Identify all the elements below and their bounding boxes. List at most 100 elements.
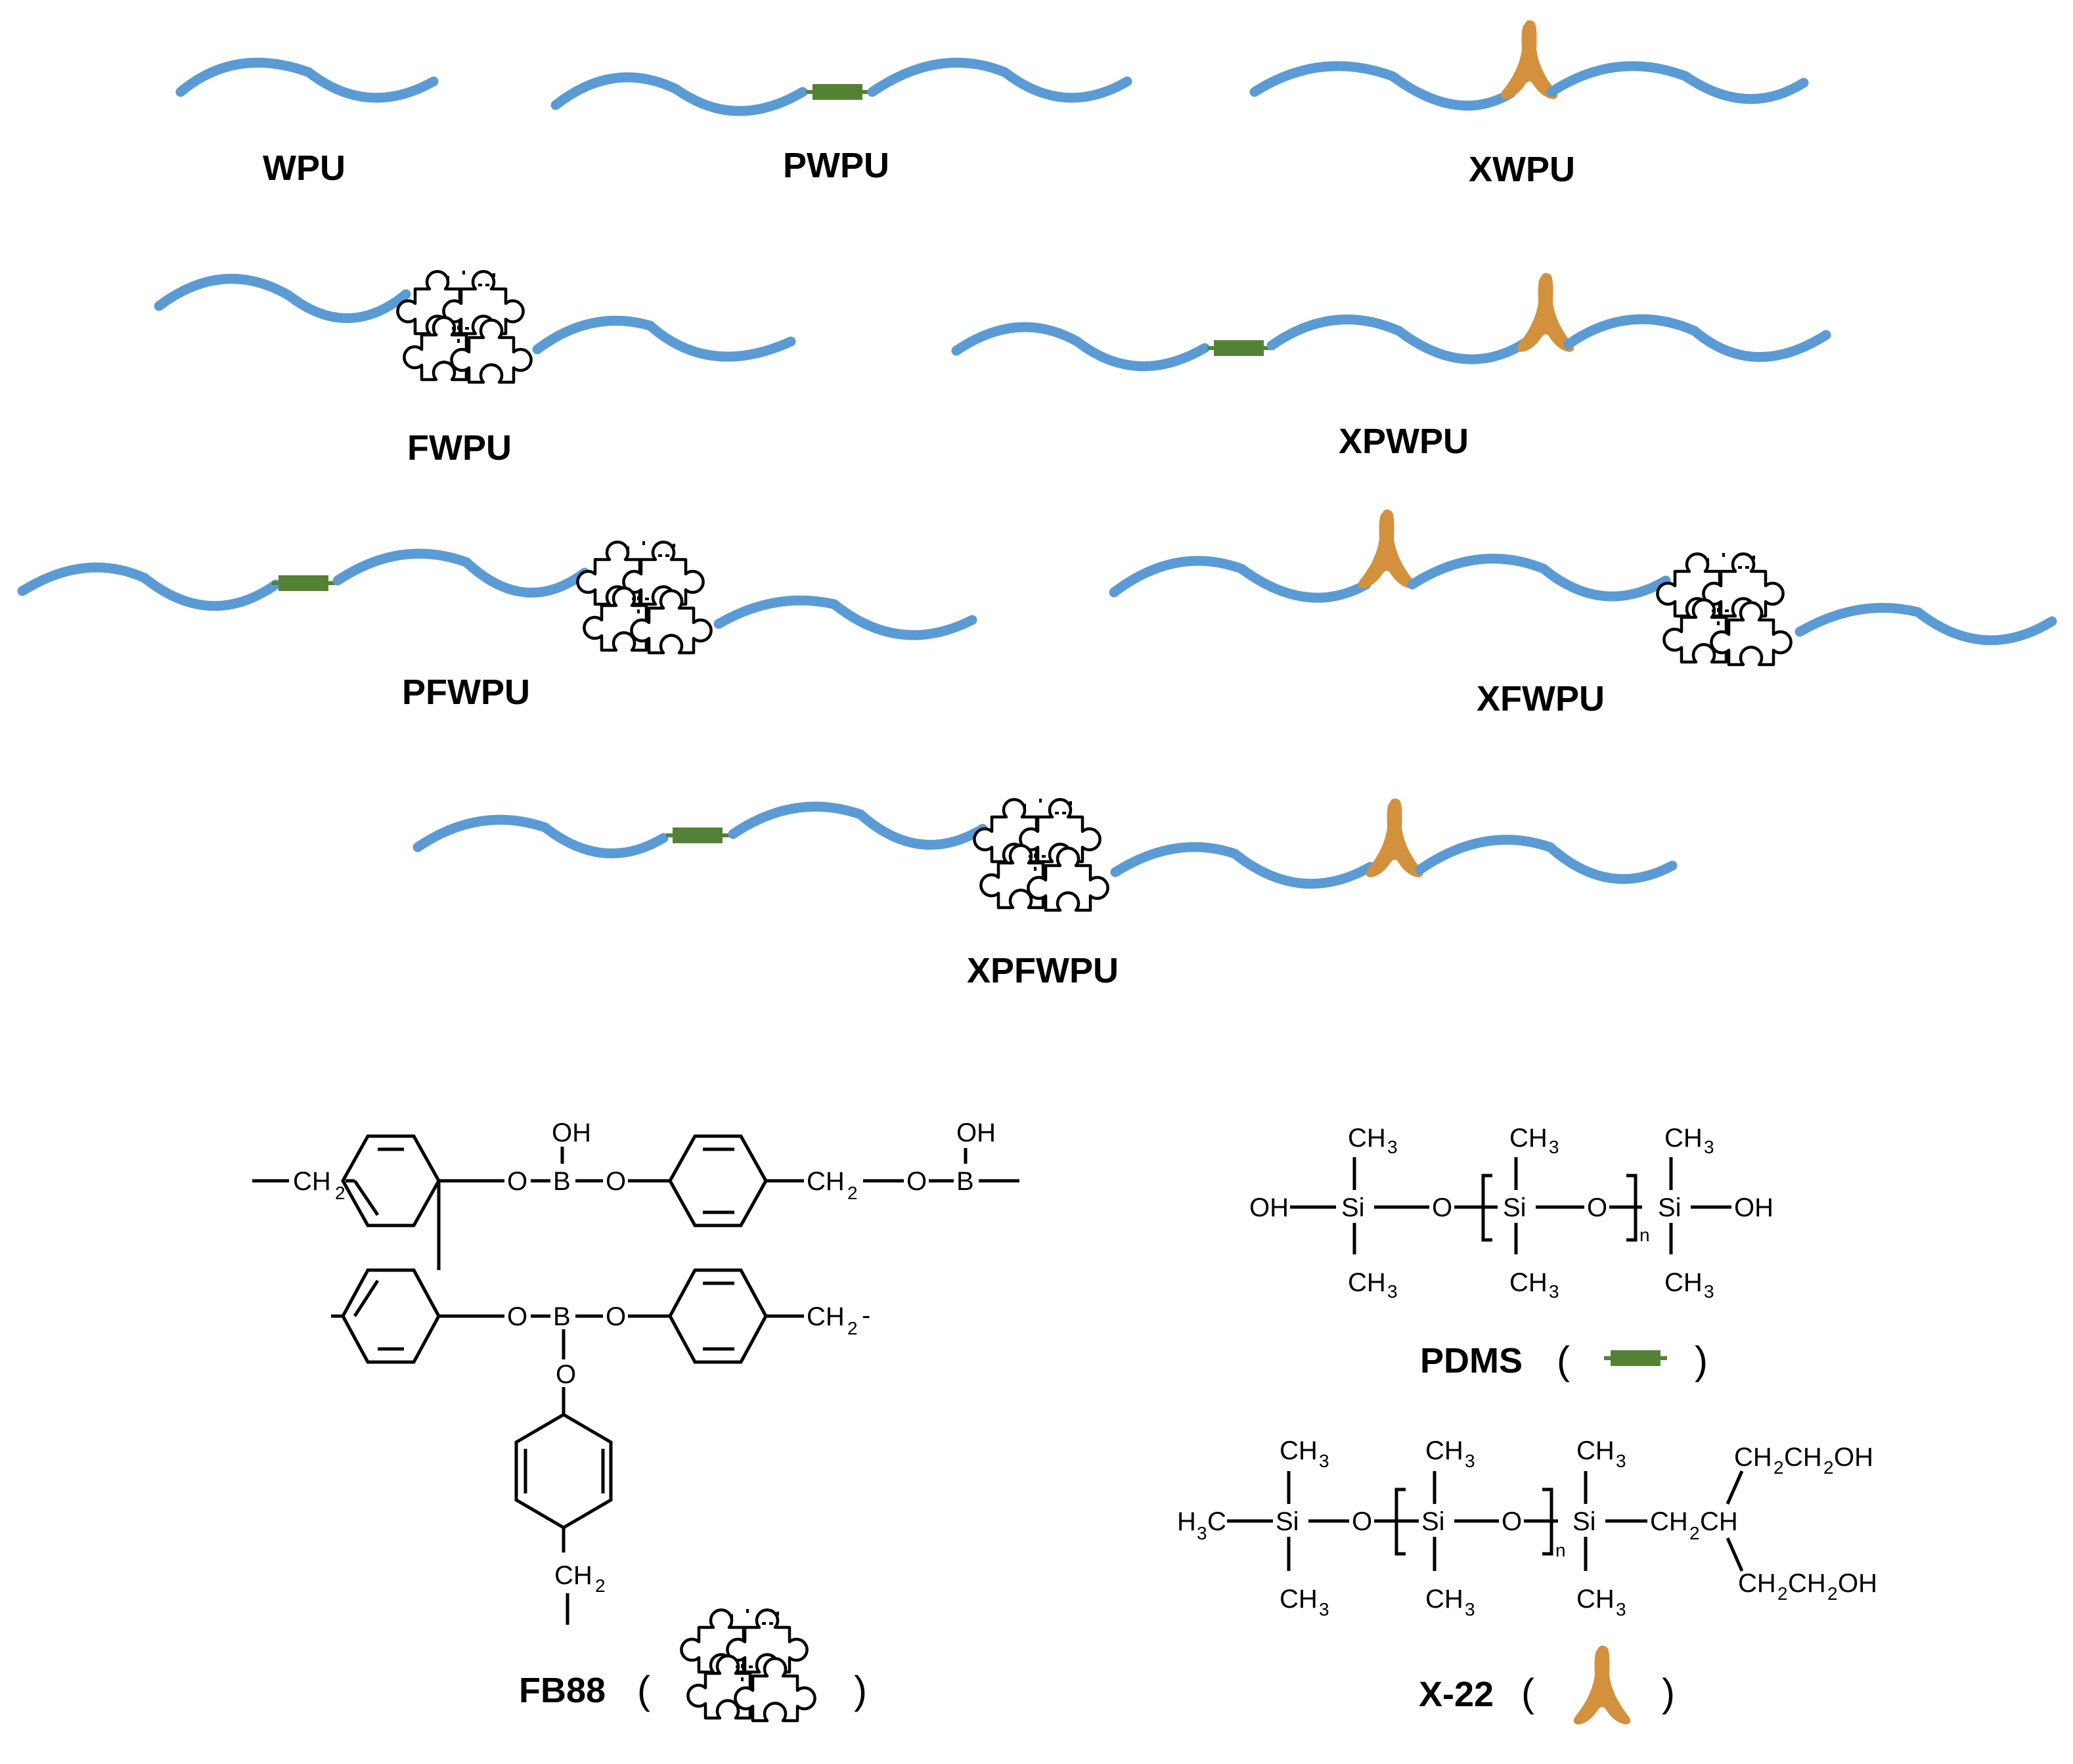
silicon: Si	[1276, 1507, 1299, 1536]
polymer-chain	[412, 814, 669, 858]
polymer-chain	[1794, 602, 2057, 646]
hydroxyl: OH	[1838, 1569, 1877, 1598]
subscript: 3	[1387, 1281, 1398, 1302]
fb88-puzzle-icon	[397, 268, 531, 382]
legend-fb88-label: FB88	[519, 1671, 606, 1710]
hydroxyl: OH	[1249, 1193, 1289, 1222]
pdms-block-icon	[666, 827, 729, 843]
polymer-chain	[728, 801, 988, 850]
polymer-chain	[713, 595, 977, 640]
hydroxyl: OH	[1834, 1443, 1873, 1472]
polymer-chain	[951, 322, 1210, 372]
oxygen: O	[1432, 1193, 1452, 1222]
silicon: Si	[1572, 1507, 1596, 1536]
subscript: 3	[1319, 1599, 1329, 1620]
pdms-chemical-structure: OH Si CH 3 CH 3 O Si CH 3 CH 3 O n Si CH…	[1249, 1124, 1773, 1382]
paren-close: )	[854, 1668, 867, 1712]
xfwpu-structure: XFWPU	[1109, 509, 2057, 718]
oxygen: O	[1587, 1193, 1607, 1222]
boron: B	[553, 1302, 571, 1331]
repeat-n: n	[1639, 1225, 1650, 1245]
paren-close: )	[1662, 1671, 1675, 1715]
fb88-puzzle-icon	[1657, 550, 1791, 665]
subscript: 2	[1827, 1583, 1838, 1604]
fb88-chemical-structure: CH 2 O B OH O CH 2 O B OH	[252, 1118, 1019, 1721]
label-xwpu: XWPU	[1469, 150, 1575, 189]
methyl: CH	[1348, 1124, 1386, 1153]
fb88-puzzle-icon	[681, 1606, 814, 1721]
polymer-chain	[332, 548, 590, 598]
label-pfwpu: PFWPU	[402, 673, 530, 712]
subscript: 3	[1465, 1599, 1475, 1620]
paren-open: (	[637, 1668, 650, 1712]
pdms-block-icon	[272, 575, 335, 591]
oxygen: O	[606, 1167, 626, 1196]
legend-x22-label: X-22	[1419, 1675, 1494, 1714]
methyl: CH	[1509, 1124, 1548, 1153]
carbon: C	[1207, 1507, 1226, 1536]
polymer-chain	[1563, 314, 1831, 362]
polymer-chain	[1415, 835, 1678, 884]
polymer-chain	[1546, 61, 1809, 104]
subscript: 3	[1616, 1599, 1626, 1620]
label-xpfwpu: XPFWPU	[967, 951, 1119, 990]
pdms-block-icon	[1207, 340, 1270, 356]
hydroxyl: OH	[956, 1118, 996, 1147]
polymer-chain	[1266, 314, 1530, 364]
paren-close: )	[1695, 1338, 1708, 1382]
polymer-chain	[1110, 842, 1375, 889]
boron: B	[553, 1167, 571, 1196]
bond-dash: -	[862, 1301, 870, 1330]
label-fwpu: FWPU	[407, 428, 512, 468]
polymer-chain	[532, 315, 796, 362]
polymer-chain	[1109, 556, 1371, 603]
paren-open: (	[1557, 1338, 1570, 1382]
subscript: 3	[1197, 1523, 1207, 1543]
methyl: CH	[1576, 1585, 1615, 1614]
methyl-h: H	[1177, 1507, 1196, 1536]
subscript: 3	[1549, 1281, 1559, 1302]
fb88-puzzle-icon	[974, 796, 1107, 910]
pfwpu-structure: PFWPU	[17, 539, 977, 712]
wpu-structure: WPU	[175, 58, 439, 188]
subscript: 2	[1823, 1457, 1834, 1478]
ch2-group: CH	[293, 1167, 331, 1196]
hydroxyl: OH	[1734, 1193, 1773, 1222]
ch2-group: CH	[807, 1302, 845, 1331]
polymer-chain	[867, 58, 1132, 103]
ch2-group: CH	[1738, 1569, 1776, 1598]
silicon: Si	[1341, 1193, 1365, 1222]
silicon: Si	[1503, 1193, 1527, 1222]
oxygen: O	[606, 1302, 626, 1331]
label-xpwpu: XPWPU	[1339, 422, 1469, 461]
oxygen: O	[1352, 1507, 1372, 1536]
subscript: 3	[1704, 1137, 1714, 1157]
fb88-puzzle-icon	[577, 539, 711, 653]
methyl: CH	[1664, 1268, 1703, 1297]
label-wpu: WPU	[263, 148, 346, 188]
polymer-chain	[175, 58, 439, 103]
pdms-block-icon	[1604, 1350, 1667, 1366]
polymer-chain	[550, 72, 808, 116]
methyl: CH	[1664, 1124, 1703, 1153]
ch2-group: CH	[1784, 1443, 1822, 1472]
ch2-group: CH	[1734, 1443, 1772, 1472]
subscript: 3	[1549, 1137, 1559, 1157]
oxygen: O	[507, 1302, 527, 1331]
oxygen: O	[507, 1167, 527, 1196]
xpfwpu-structure: XPFWPU	[412, 796, 1678, 990]
legend-pdms-label: PDMS	[1420, 1341, 1523, 1380]
x22-branch-icon	[1366, 798, 1423, 877]
label-xfwpu: XFWPU	[1477, 679, 1605, 718]
pwpu-structure: PWPU	[550, 58, 1132, 185]
xwpu-structure: XWPU	[1249, 20, 1809, 189]
subscript: 2	[335, 1183, 346, 1203]
ch2-group: CH	[1788, 1569, 1826, 1598]
hydroxyl: OH	[552, 1118, 591, 1147]
subscript: 3	[1387, 1137, 1398, 1157]
subscript: 3	[1616, 1451, 1626, 1471]
methyl: CH	[1425, 1436, 1463, 1465]
silicon: Si	[1421, 1507, 1445, 1536]
pdms-block-icon	[806, 84, 869, 100]
